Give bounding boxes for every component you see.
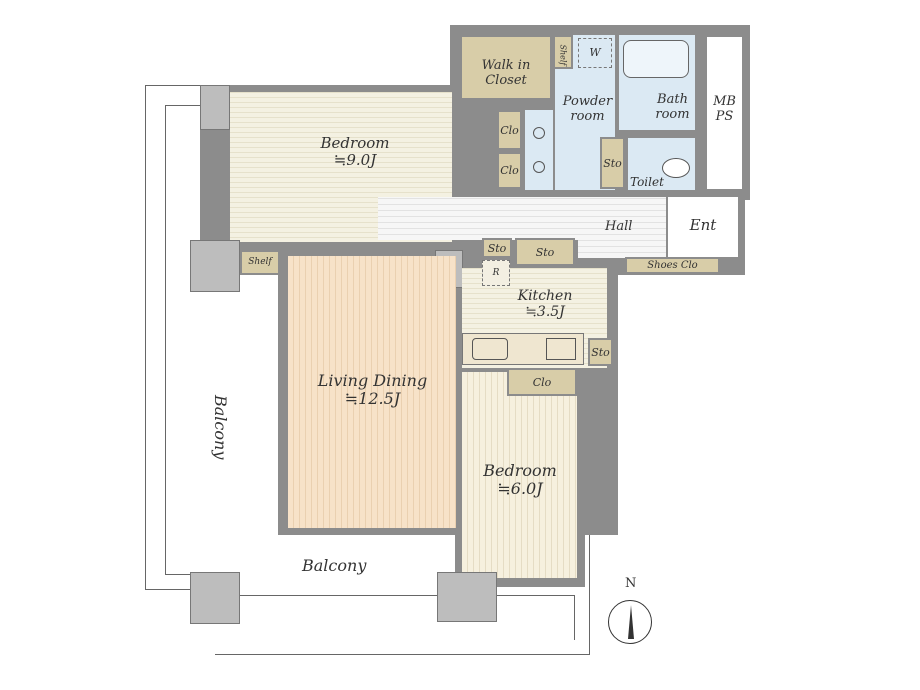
washer: W — [578, 38, 612, 68]
living-dining-label: Living Dining ≒12.5J — [300, 371, 445, 409]
column — [200, 85, 230, 130]
shelf-label: Shelf — [248, 257, 272, 267]
vanity — [525, 110, 553, 190]
refrigerator: R — [482, 260, 510, 286]
room-size: ≒9.0J — [333, 151, 377, 170]
kitchen-label: Kitchen ≒3.5J — [500, 288, 590, 320]
column — [190, 240, 240, 292]
washer-label: W — [589, 46, 601, 59]
hall — [378, 197, 666, 240]
bath-room-label: Bath room — [655, 92, 690, 122]
sto-hall: Sto — [515, 238, 575, 266]
shoes-clo: Shoes Clo — [625, 257, 720, 274]
bathtub-icon — [623, 40, 689, 78]
room-name: Bedroom — [320, 134, 390, 152]
room-size: ≒12.5J — [344, 389, 401, 409]
sto-label: Sto — [603, 157, 622, 170]
sto-label: Sto — [535, 246, 555, 259]
sink-icon — [533, 161, 545, 173]
refrigerator-label: R — [492, 268, 500, 278]
room-size: ≒6.0J — [497, 479, 543, 499]
toilet-label: Toilet — [630, 175, 664, 189]
mbps: MB PS — [707, 37, 742, 189]
room-name: Kitchen — [517, 288, 573, 304]
compass-icon — [608, 600, 652, 644]
clo-bedroom2: Clo — [507, 368, 577, 396]
sto-kitchen: Sto — [588, 338, 613, 366]
shelf-left: Shelf — [240, 250, 280, 275]
room-name: Living Dining — [317, 371, 428, 390]
column — [190, 572, 240, 624]
stove-icon — [546, 338, 576, 360]
sink-icon — [533, 127, 545, 139]
room-name: Bedroom — [483, 461, 557, 480]
entrance-label: Ent — [689, 216, 717, 234]
sink-icon — [472, 338, 508, 360]
mbps-label: MB PS — [713, 94, 736, 124]
shoes-clo-label: Shoes Clo — [647, 260, 698, 271]
column — [437, 572, 497, 622]
clo-2: Clo — [497, 152, 522, 189]
compass-north-label: N — [625, 576, 637, 591]
powder-room-label: Powder room — [562, 94, 613, 124]
balcony-side-label: Balcony — [211, 395, 230, 460]
clo-1: Clo — [497, 110, 522, 150]
balcony-bottom-label: Balcony — [302, 556, 367, 575]
sto-label: Sto — [487, 242, 507, 255]
living-dining — [288, 256, 456, 528]
walk-in-closet-label: Walk in Closet — [481, 58, 531, 88]
hall-label: Hall — [605, 219, 633, 234]
hall — [578, 238, 666, 258]
balcony-bottom-inner — [240, 595, 575, 640]
clo-label: Clo — [500, 124, 519, 137]
bedroom-1-label: Bedroom ≒9.0J — [300, 134, 410, 170]
walk-in-closet: Walk in Closet — [460, 35, 552, 100]
toilet-icon — [662, 158, 690, 178]
balcony-bottom — [215, 530, 590, 655]
sto-toilet: Sto — [600, 137, 625, 189]
sto-hall-small: Sto — [482, 238, 512, 258]
bedroom-2 — [462, 372, 577, 578]
clo-label: Clo — [500, 164, 519, 177]
entrance: Ent — [668, 197, 738, 257]
clo-label: Clo — [532, 376, 552, 389]
room-size: ≒3.5J — [525, 304, 565, 321]
shelf-label: Shelf — [558, 44, 568, 66]
bedroom-2-label: Bedroom ≒6.0J — [470, 461, 570, 499]
shelf-top: Shelf — [553, 35, 573, 69]
sto-label: Sto — [591, 346, 610, 359]
